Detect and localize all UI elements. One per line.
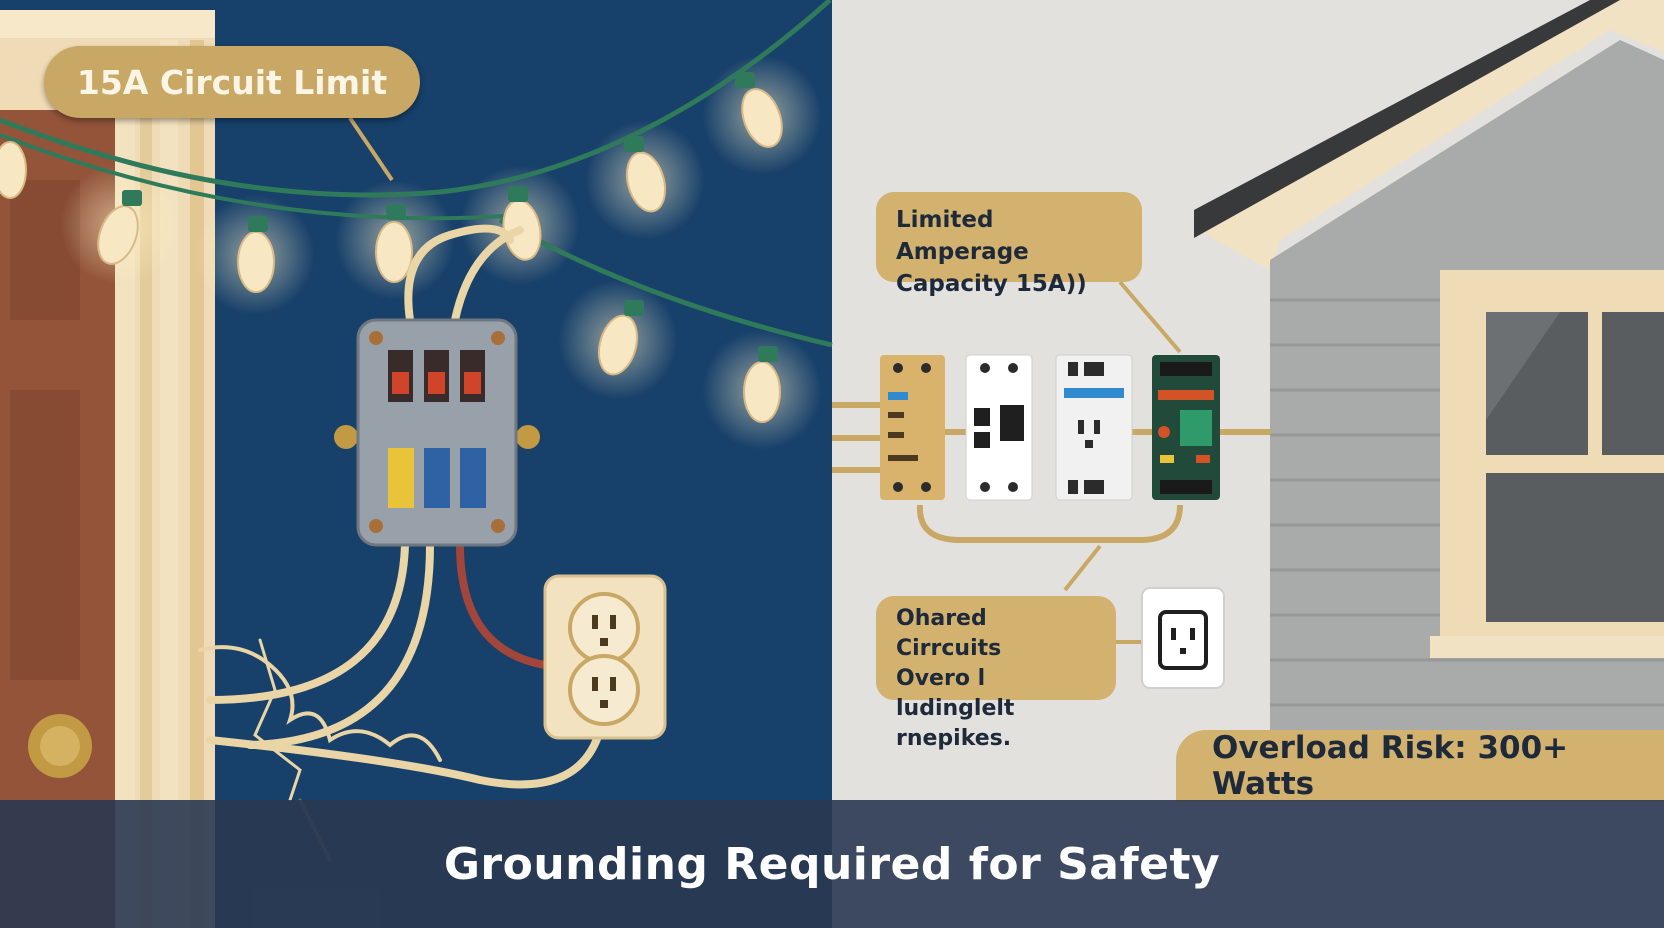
outlet-icon-right: [1141, 587, 1225, 689]
callout-lines: [348, 116, 1182, 644]
outlet-icon: [543, 574, 667, 740]
overload-risk-label: Overload Risk: 300+ Watts: [1176, 730, 1664, 802]
circuit-limit-label: 15A Circuit Limit: [44, 46, 420, 118]
caption-bar: Grounding Required for Safety: [0, 800, 1664, 928]
breaker-panel-icon: [334, 318, 540, 547]
shared-circuits-label: Ohared Cirrcuits Overo l ludinglelt rnep…: [876, 596, 1116, 751]
caption-text: Grounding Required for Safety: [443, 838, 1221, 890]
circuit-breaker-icon: [832, 354, 1270, 543]
string-lights-icon: [0, 0, 833, 423]
house-icon: [1194, 0, 1664, 800]
amperage-capacity-label: Limited Amperage Capacity 15A)): [876, 192, 1142, 297]
door-icon: [0, 10, 215, 928]
wires: [198, 224, 604, 862]
